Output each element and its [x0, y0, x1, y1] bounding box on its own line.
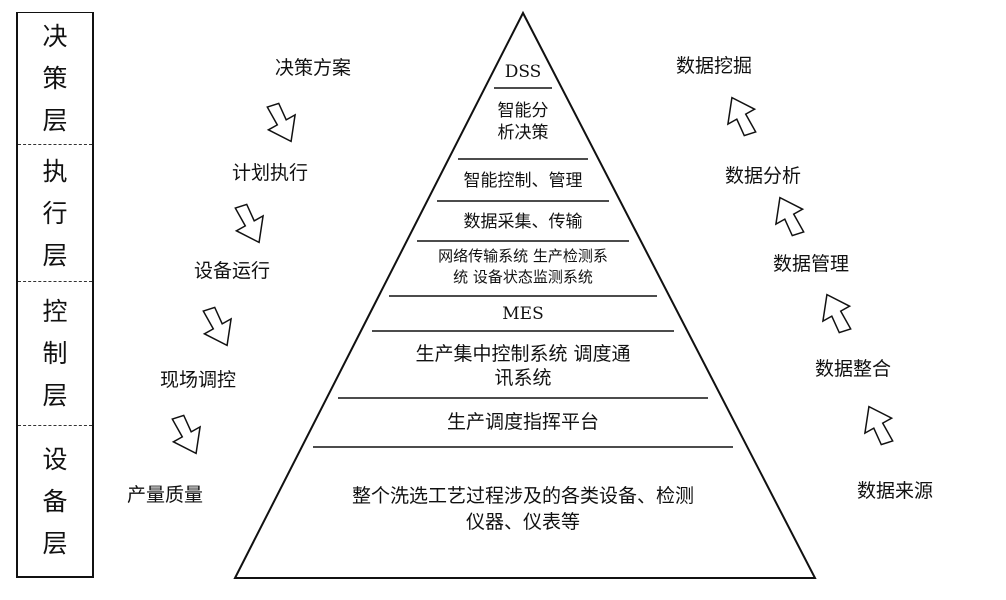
- band-smart-control: 智能控制、管理: [463, 171, 583, 191]
- arrow-down-right-icon: [202, 306, 233, 347]
- band-network: 网络传输系统 生产检测系 统 设备状态监测系统: [403, 246, 643, 288]
- right-flow-label: 数据挖掘: [676, 55, 753, 77]
- band-text-line: 统 设备状态监测系统: [453, 268, 593, 286]
- band-text-line: 仪器、仪表等: [465, 511, 580, 533]
- arrow-down-right-icon: [266, 102, 297, 143]
- band-base: 整个洗选工艺过程涉及的各类设备、检测 仪器、仪表等: [303, 483, 743, 535]
- band-smart-analysis: 智能分 析决策: [473, 100, 573, 144]
- arrow-up-left-icon: [863, 405, 894, 446]
- layer-decision: 决 策 层: [18, 13, 92, 144]
- band-text-line: 网络传输系统 生产检测系: [438, 247, 608, 265]
- band-text-line: 智能分: [497, 101, 549, 121]
- layer-char: 层: [42, 529, 68, 558]
- left-flow-label: 产量质量: [127, 484, 204, 506]
- band-text-line: 讯系统: [494, 367, 552, 389]
- band-mes: MES: [502, 304, 544, 324]
- layer-char: 策: [42, 63, 68, 93]
- arrow-down-right-icon: [171, 414, 202, 455]
- layer-char: 决: [42, 21, 68, 51]
- arrow-up-left-icon: [774, 196, 805, 237]
- right-flow-label: 数据整合: [815, 358, 892, 380]
- layer-char: 行: [42, 198, 68, 228]
- layer-execution: 执 行 层: [18, 144, 92, 282]
- left-flow-label: 计划执行: [232, 162, 309, 184]
- layer-char: 执: [42, 156, 68, 186]
- left-flow-label: 决策方案: [275, 57, 352, 79]
- left-flow-label: 现场调控: [160, 369, 237, 391]
- band-text-line: 整个洗选工艺过程涉及的各类设备、检测: [351, 485, 694, 507]
- arrow-up-left-icon: [726, 96, 757, 137]
- band-text-line: 析决策: [497, 123, 549, 143]
- arrow-up-left-icon: [821, 293, 852, 334]
- arrow-down-right-icon: [234, 203, 265, 244]
- layer-char: 备: [42, 487, 68, 516]
- layer-char: 控: [42, 297, 68, 326]
- layer-char: 制: [42, 339, 68, 368]
- band-central-control: 生产集中控制系统 调度通 讯系统: [373, 342, 673, 390]
- layer-control: 控 制 层: [18, 281, 92, 426]
- layer-column: 决 策 层 执 行 层 控 制 层 设 备 层: [16, 12, 94, 578]
- layer-char: 层: [42, 381, 68, 410]
- right-flow-label: 数据来源: [857, 480, 934, 502]
- band-text-line: 生产集中控制系统 调度通: [415, 343, 631, 365]
- layer-char: 设: [42, 445, 68, 474]
- layer-device: 设 备 层: [18, 425, 92, 578]
- layer-char: 层: [42, 105, 68, 135]
- right-flow-label: 数据分析: [725, 165, 802, 187]
- layer-char: 层: [42, 240, 68, 270]
- band-data-collect: 数据采集、传输: [463, 212, 583, 232]
- right-flow-label: 数据管理: [773, 253, 850, 275]
- left-flow-label: 设备运行: [194, 260, 271, 282]
- band-dispatch: 生产调度指挥平台: [446, 411, 599, 433]
- band-dss: DSS: [504, 62, 542, 82]
